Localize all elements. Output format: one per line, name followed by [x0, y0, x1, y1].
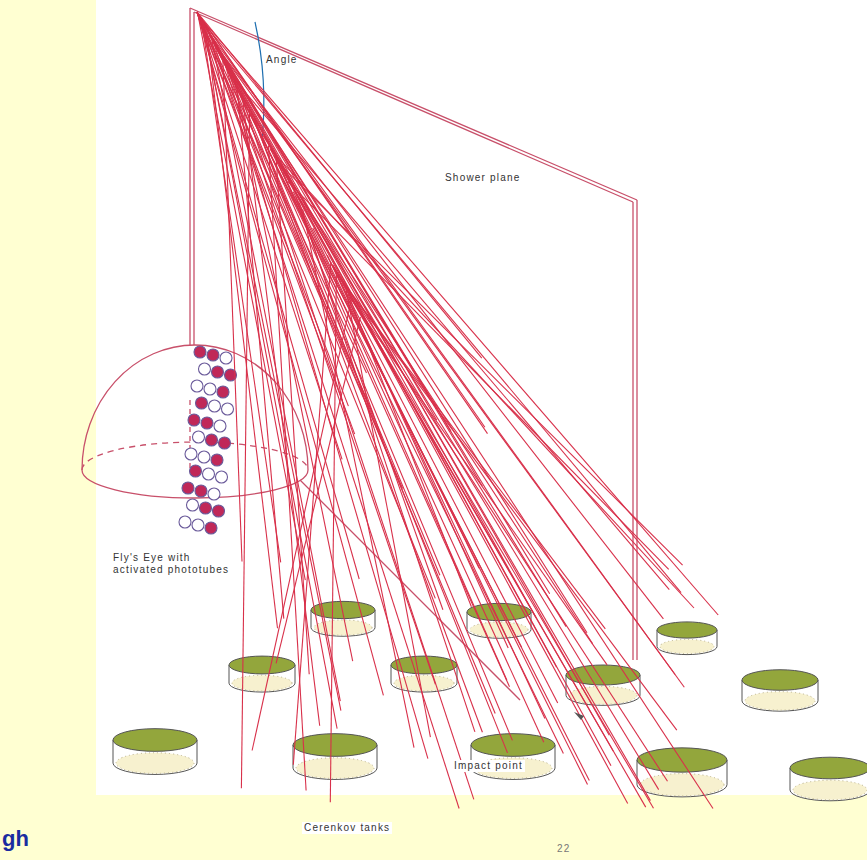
shower-track: [210, 35, 550, 593]
shower-track: [333, 265, 646, 807]
shower-track: [274, 156, 593, 644]
shower-track: [210, 36, 587, 633]
shower-track: [296, 196, 443, 610]
phototube: [182, 482, 194, 494]
phototube: [219, 437, 231, 449]
shower-track: [205, 27, 684, 687]
shower-track: [207, 30, 278, 628]
shower-track: [239, 90, 564, 754]
shower-track: [202, 21, 281, 563]
detector-label: Fly's Eye with activated phototubes: [113, 552, 231, 576]
phototube: [206, 434, 218, 446]
shower-track: [279, 165, 507, 680]
phototube: [217, 386, 229, 398]
phototube: [207, 349, 219, 361]
tank-bottom: [640, 774, 724, 796]
phototube: [194, 346, 206, 358]
impact-label: Impact point: [452, 760, 525, 772]
plane-label: Shower plane: [445, 172, 521, 184]
shower-track: [241, 94, 651, 801]
phototube: [196, 397, 208, 409]
picture-ground: [96, 0, 867, 795]
tank-top: [113, 729, 197, 752]
tank-top: [293, 734, 377, 757]
shower-track: [198, 13, 384, 696]
phototube: [193, 431, 205, 443]
shower-track: [235, 82, 440, 575]
shower-track: [223, 60, 242, 561]
phototube: [198, 451, 210, 463]
phototube: [199, 363, 211, 375]
shower-track: [271, 150, 694, 608]
phototube: [220, 352, 232, 364]
air-shower: [197, 12, 718, 809]
phototube: [208, 488, 220, 500]
phototube: [214, 420, 226, 432]
phototube: [179, 516, 191, 528]
angle-label: Angle: [266, 54, 298, 66]
tank-bottom: [793, 780, 867, 800]
phototube: [190, 465, 202, 477]
shower-track: [251, 113, 508, 753]
tank-bottom: [296, 758, 374, 779]
phototube: [201, 417, 213, 429]
phototube: [213, 505, 225, 517]
phototube: [211, 454, 223, 466]
tank-bottom: [394, 675, 454, 691]
shower-track: [350, 298, 607, 665]
impact-marker: [574, 712, 584, 720]
shower-track: [213, 41, 628, 803]
tank-top: [742, 670, 818, 691]
phototube: [200, 502, 212, 514]
phototube: [188, 414, 200, 426]
phototube: [204, 383, 216, 395]
shower-track: [251, 112, 513, 741]
phototube: [195, 485, 207, 497]
shower-track: [303, 209, 414, 747]
tank-bottom: [232, 675, 292, 691]
shower-track: [204, 24, 338, 728]
shower-track: [203, 23, 341, 711]
shower-track: [200, 17, 435, 598]
shower-track: [255, 121, 509, 687]
phototube: [216, 471, 228, 483]
phototube: [192, 519, 204, 531]
flys-eye-dome: [82, 345, 520, 700]
phototube: [191, 380, 203, 392]
tank-top: [637, 748, 727, 772]
phototube: [222, 403, 234, 415]
phototube: [209, 400, 221, 412]
shower-track: [198, 14, 305, 581]
shower-track: [252, 300, 351, 751]
phototube: [187, 499, 199, 511]
shower-track: [241, 94, 474, 799]
phototube: [185, 448, 197, 460]
shower-track: [270, 148, 587, 784]
tank-bottom: [745, 692, 815, 711]
shower-track: [313, 228, 558, 703]
phototube-group: [179, 346, 237, 534]
tank-bottom: [569, 686, 637, 704]
tanks-label: Cerenkov tanks: [302, 822, 392, 834]
tank-bottom: [116, 753, 194, 774]
phototube: [212, 366, 224, 378]
shower-track: [225, 65, 495, 714]
tank-top: [229, 656, 295, 674]
tank-top: [790, 757, 867, 779]
cut-off-text: gh: [2, 826, 29, 852]
shower-track: [340, 279, 677, 730]
tank-top: [657, 622, 717, 638]
shower-track: [276, 317, 360, 663]
tank-top: [471, 734, 555, 757]
shower-track: [228, 69, 436, 684]
page-number: 22: [557, 842, 571, 856]
phototube: [205, 522, 217, 534]
shower-track: [283, 172, 544, 742]
phototube: [203, 468, 215, 480]
shower-track: [225, 64, 428, 758]
tank-bottom: [660, 639, 714, 653]
